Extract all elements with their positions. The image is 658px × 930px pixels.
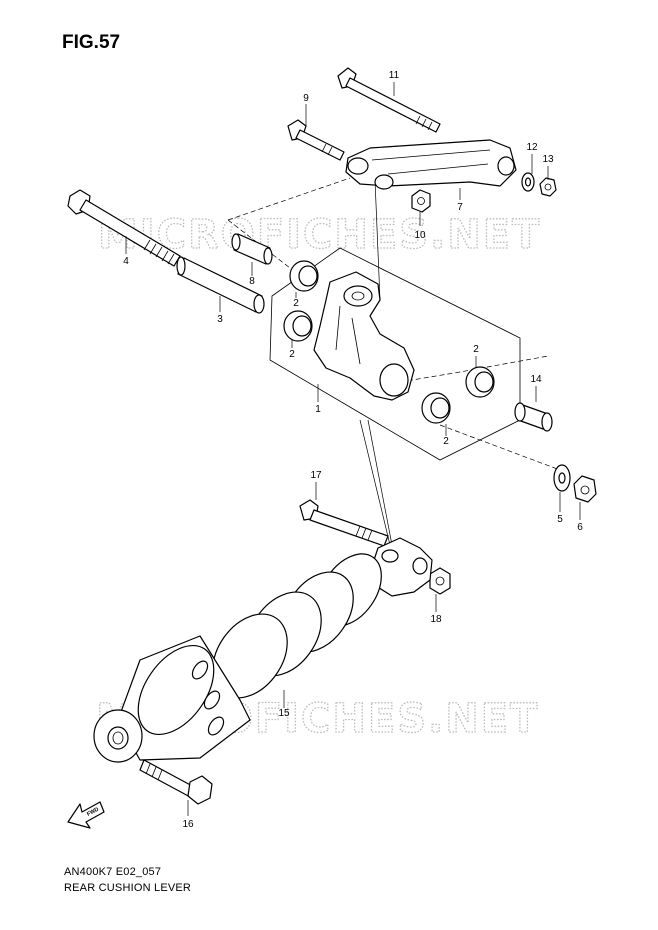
align-line-5 <box>374 179 381 301</box>
bolt-16 <box>139 759 213 805</box>
callout-11: 11 <box>389 70 400 81</box>
callout-18: 18 <box>430 614 442 625</box>
bearing-2d <box>421 392 451 424</box>
callout-13: 13 <box>542 154 554 165</box>
diagram-name: REAR CUSHION LEVER <box>64 882 192 894</box>
bearing-2c <box>465 366 495 398</box>
nut-6 <box>573 475 597 503</box>
rod-7 <box>345 139 517 190</box>
callout-2c: 2 <box>473 344 479 355</box>
callout-16: 16 <box>182 819 194 830</box>
align-line-3 <box>399 355 549 383</box>
washer-12 <box>521 172 535 192</box>
callout-9: 9 <box>303 93 309 104</box>
callout-3: 3 <box>217 314 223 325</box>
washer-5 <box>553 464 571 492</box>
callout-2d: 2 <box>443 436 449 447</box>
align-line-2 <box>227 219 291 269</box>
callout-2a: 2 <box>293 298 299 309</box>
spacer-8 <box>231 233 273 265</box>
align-line-4 <box>439 424 561 471</box>
spacer-3 <box>176 256 265 314</box>
callout-15: 15 <box>278 708 290 719</box>
shock-absorber-15 <box>93 537 433 763</box>
fwd-label: FWD <box>86 807 100 818</box>
bolt-9 <box>287 119 345 161</box>
callout-1: 1 <box>315 404 321 415</box>
nut-10 <box>411 189 431 213</box>
spacer-14 <box>514 402 553 432</box>
callout-8: 8 <box>249 276 255 287</box>
bolt-17 <box>299 499 389 547</box>
nut-18 <box>429 567 451 595</box>
callout-5: 5 <box>557 514 563 525</box>
callout-4: 4 <box>123 256 129 267</box>
callout-12: 12 <box>526 142 538 153</box>
align-line-7 <box>359 419 391 546</box>
align-line-1 <box>227 177 351 221</box>
bolt-4 <box>67 189 181 267</box>
leader-lines <box>125 82 581 816</box>
callout-7: 7 <box>457 202 463 213</box>
diagram-code: AN400K7 E02_057 <box>64 866 162 878</box>
lever-1 <box>313 271 415 401</box>
bolt-11 <box>337 67 441 133</box>
fwd-arrow-icon: FWD <box>67 801 105 829</box>
callout-6: 6 <box>577 522 583 533</box>
callout-10: 10 <box>414 230 426 241</box>
bearing-2a <box>289 260 319 292</box>
bearing-2b <box>283 310 313 342</box>
callout-2b: 2 <box>289 349 295 360</box>
callout-14: 14 <box>530 374 542 385</box>
align-line-6 <box>367 419 393 546</box>
callout-17: 17 <box>310 470 322 481</box>
figure-title: FIG.57 <box>62 32 121 53</box>
nut-13 <box>539 177 557 197</box>
